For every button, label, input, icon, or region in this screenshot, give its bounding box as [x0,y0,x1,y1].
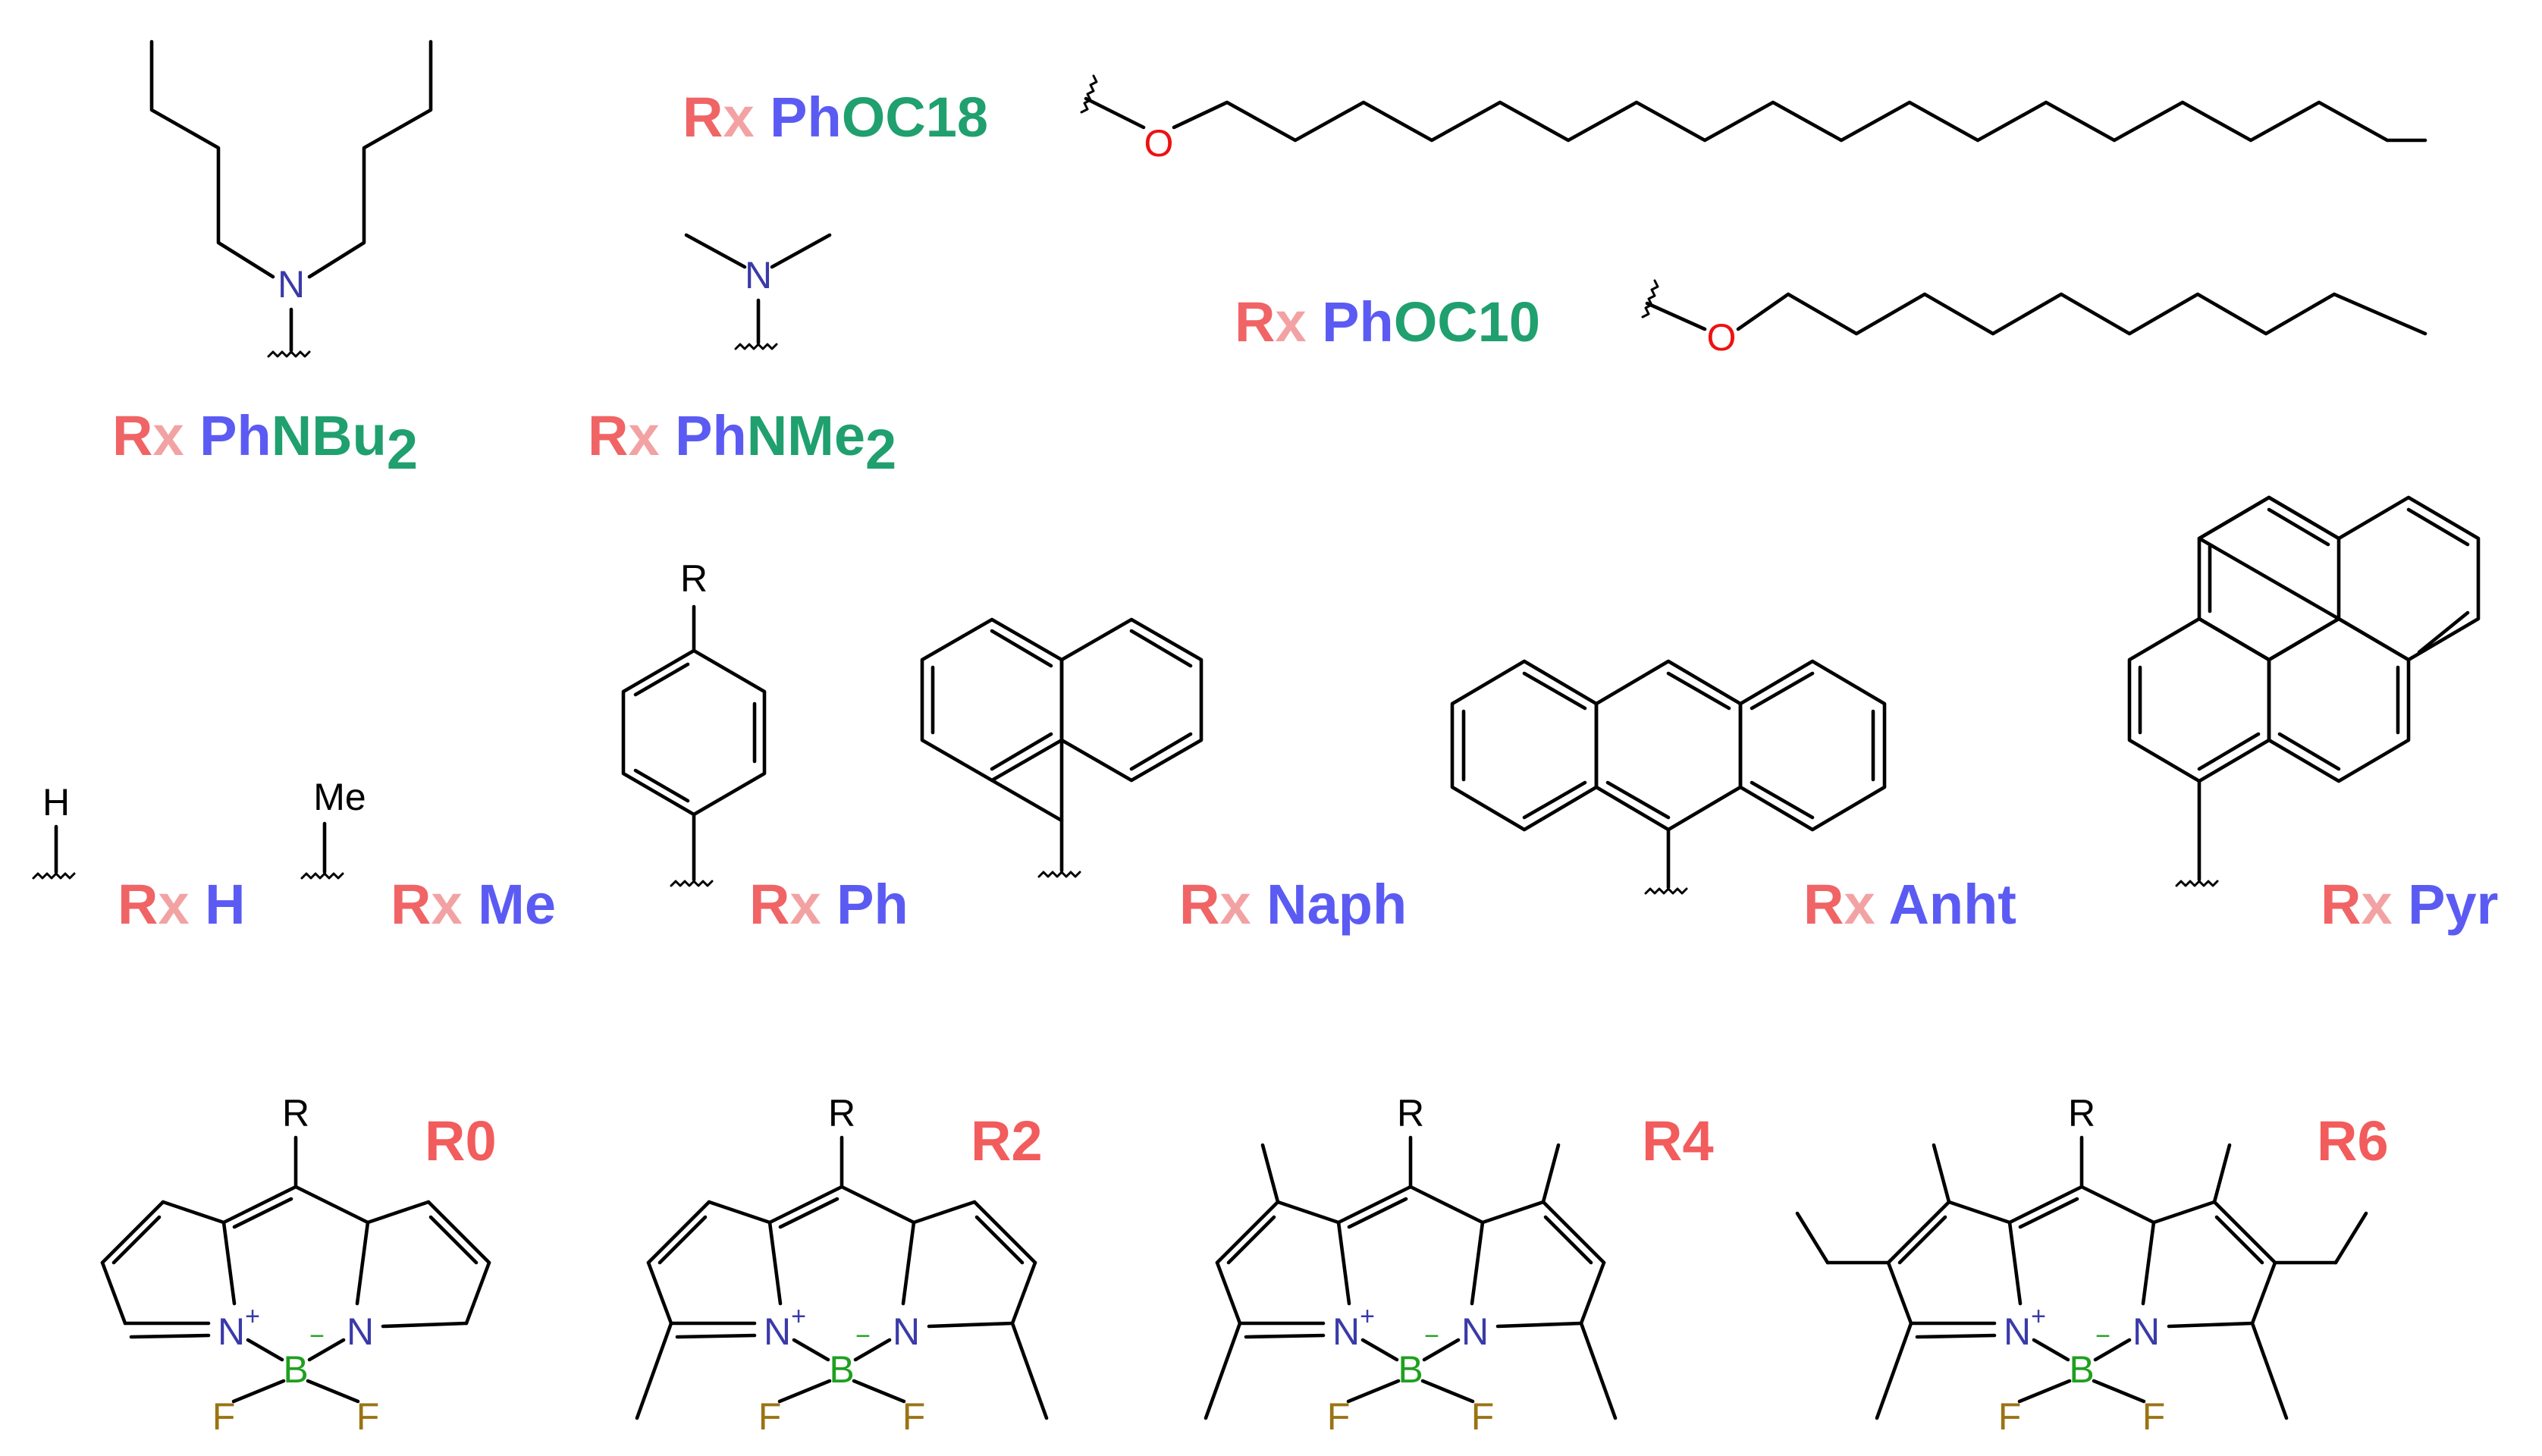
label-rx-ph: Rx Ph [749,873,909,936]
core-label-r4: R4 [1642,1109,1714,1172]
h-structure: H [32,781,76,880]
oc18-structure: O [1080,74,2427,165]
boron-atom: B [2069,1348,2094,1391]
label-rx-me: Rx Me [391,873,556,936]
positive-charge: + [1360,1302,1375,1331]
nitrogen-atom: N [2004,1310,2031,1353]
meso-r-atom: R [2068,1092,2095,1134]
fluorine-atom: F [1327,1395,1351,1438]
positive-charge: + [245,1302,260,1331]
meso-r-atom: R [828,1092,855,1134]
nitrogen-atom: N [1332,1310,1360,1353]
nitrogen-atom: N [218,1310,245,1353]
oc10-structure: O [1641,279,2427,359]
ph-structure: R [621,557,767,887]
label-rx-naph: Rx Naph [1179,873,1407,936]
attachment-wavy-icon [1037,871,1081,878]
nitrogen-atom: N [347,1310,374,1353]
pyrene-structure [2127,495,2481,887]
attachment-wavy-icon [1644,887,1688,895]
label-rx-pyr: Rx Pyr [2321,873,2498,936]
fluorine-atom: F [902,1395,926,1438]
nme2-structure: N [684,233,832,350]
me-structure: Me [300,776,366,880]
nitrogen-atom: N [764,1310,791,1353]
anthracene-structure [1450,659,1887,895]
attachment-wavy-icon [1641,279,1659,318]
fluorine-atom: F [1998,1395,2022,1438]
attachment-wavy-icon [2175,880,2219,887]
negative-charge: − [855,1322,871,1351]
core-label-r2: R2 [971,1109,1043,1172]
attachment-wavy-icon [267,350,311,358]
attachment-wavy-icon [1080,74,1098,114]
naph-structure [920,617,1204,878]
label-rx-anht: Rx Anht [1803,873,2016,936]
boron-atom: B [1398,1348,1423,1391]
nme2-nitrogen-atom: N [745,254,772,297]
nitrogen-atom: N [893,1310,920,1353]
label-rx-phnbu2: Rx PhNBu2 [112,404,418,481]
nitrogen-atom: N [1461,1310,1489,1353]
label-rx-phnme2: Rx PhNMe2 [588,404,896,481]
oc10-oxygen-atom: O [1707,316,1737,359]
label-rx-h: Rx H [118,873,246,936]
boron-atom: B [829,1348,854,1391]
label-rx-phoc18: Rx PhOC18 [683,86,988,149]
methyl-label: Me [313,776,366,818]
negative-charge: − [309,1322,325,1351]
positive-charge: + [2031,1302,2046,1331]
label-rx-phoc10: Rx PhOC10 [1235,290,1540,353]
core-label-r6: R6 [2317,1109,2389,1172]
boron-atom: B [283,1348,308,1391]
nbu2-structure: N [149,39,433,358]
attachment-wavy-icon [734,343,778,350]
fluorine-atom: F [1471,1395,1495,1438]
nbu2-nitrogen-atom: N [278,263,305,306]
core-label-r0: R0 [425,1109,497,1172]
attachment-wavy-icon [32,872,76,880]
nitrogen-atom: N [2132,1310,2160,1353]
oc18-oxygen-atom: O [1144,122,1174,165]
positive-charge: + [791,1302,806,1331]
r-group-atom: R [680,557,708,600]
attachment-wavy-icon [670,880,714,887]
fluorine-atom: F [212,1395,236,1438]
negative-charge: − [1424,1322,1439,1351]
meso-r-atom: R [1397,1092,1424,1134]
negative-charge: − [2095,1322,2110,1351]
fluorine-atom: F [758,1395,782,1438]
fluorine-atom: F [356,1395,380,1438]
meso-r-atom: R [282,1092,309,1134]
attachment-wavy-icon [300,872,344,880]
hydrogen-atom: H [42,781,70,824]
fluorine-atom: F [2142,1395,2166,1438]
